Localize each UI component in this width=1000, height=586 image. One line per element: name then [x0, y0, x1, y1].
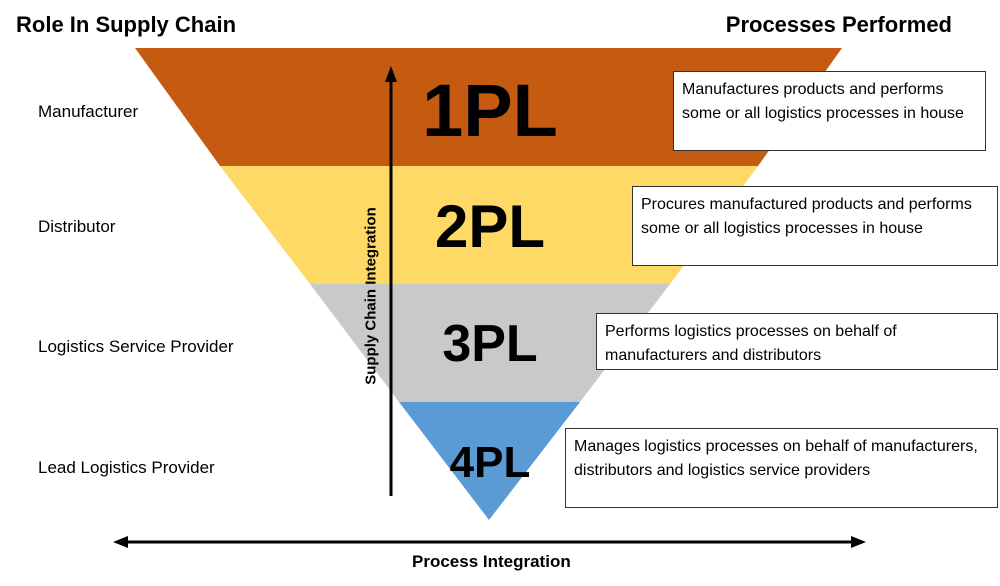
tier-4pl-band: [399, 402, 580, 520]
tier-4pl-description: Manages logistics processes on behalf of…: [565, 428, 998, 508]
tier-1pl-label: 1PL: [422, 69, 558, 152]
processes-header: Processes Performed: [725, 12, 952, 37]
tier-4pl-label: 4PL: [449, 438, 531, 487]
tier-2pl-description: Procures manufactured products and perfo…: [632, 186, 998, 266]
tier-1pl-description: Manufactures products and performs some …: [673, 71, 986, 151]
role-header: Role In Supply Chain: [16, 12, 237, 37]
process-integration-label: Process Integration: [412, 552, 571, 571]
tier-3pl-band: [310, 284, 670, 402]
tier-3pl-description: Performs logistics processes on behalf o…: [596, 313, 998, 370]
supply-chain-integration-label: Supply Chain Integration: [362, 207, 380, 385]
left-arrowhead-icon: [113, 536, 128, 548]
tier-1pl-band: [135, 48, 842, 166]
role-lead-logistics-provider: Lead Logistics Provider: [38, 458, 215, 477]
tier-2pl-label: 2PL: [434, 193, 546, 260]
role-distributor: Distributor: [38, 217, 116, 236]
tier-3pl-label: 3PL: [442, 315, 538, 373]
role-manufacturer: Manufacturer: [38, 102, 139, 121]
vertical-arrowhead-icon: [385, 66, 397, 82]
tier-2pl-band: [220, 166, 758, 284]
role-logistics-service-provider: Logistics Service Provider: [38, 337, 234, 356]
right-arrowhead-icon: [851, 536, 866, 548]
